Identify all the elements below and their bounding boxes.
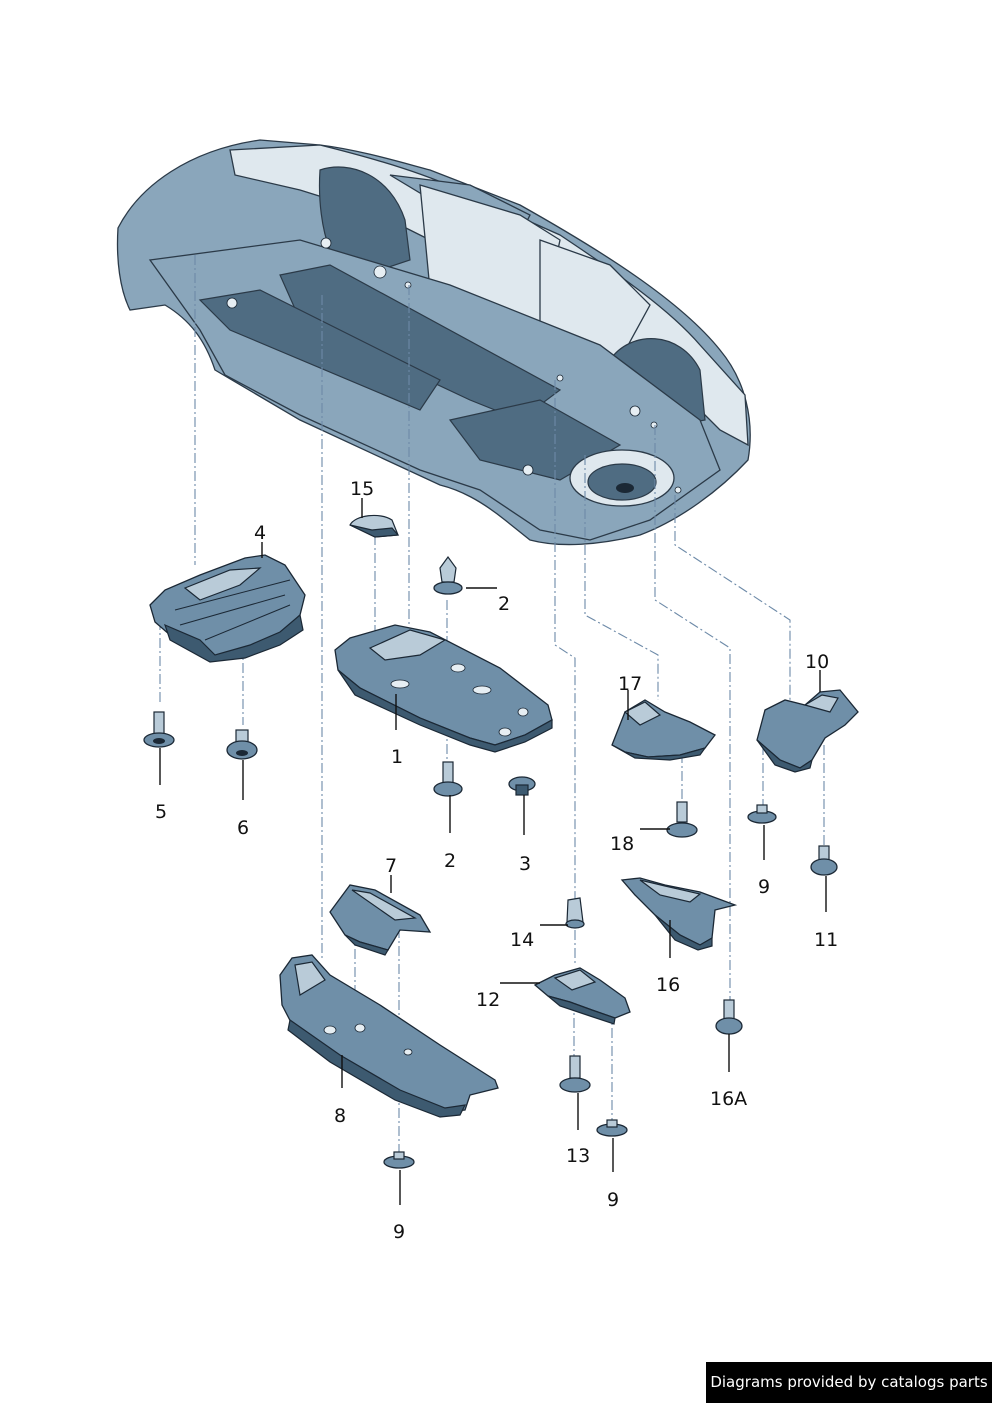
part-16-heat-shield [620, 877, 738, 951]
callout-13: 13 [566, 1145, 590, 1167]
bolt-5-icon [143, 711, 175, 748]
callout-9-middle: 9 [607, 1189, 619, 1211]
callout-18: 18 [610, 833, 634, 855]
part-17-rear-shield [611, 699, 716, 761]
callout-14: 14 [510, 929, 534, 951]
callout-2-lower: 2 [444, 850, 456, 872]
fasteners [143, 555, 838, 1169]
bolt-13-icon [559, 1055, 591, 1093]
part-7-bracket [329, 884, 432, 956]
callout-7: 7 [385, 855, 397, 877]
callout-6: 6 [237, 817, 249, 839]
callout-15: 15 [350, 478, 374, 500]
part-8-side-underpanel [279, 954, 499, 1118]
callout-2-upper: 2 [498, 593, 510, 615]
callout-3: 3 [519, 853, 531, 875]
washer-9-left-icon [383, 1151, 415, 1169]
car-underbody-illustration [116, 139, 751, 546]
callout-17: 17 [618, 673, 642, 695]
bolt-18-icon [666, 801, 698, 838]
callout-12: 12 [476, 989, 500, 1011]
callout-8: 8 [334, 1105, 346, 1127]
callout-4: 4 [254, 522, 266, 544]
nut-6-icon [226, 729, 258, 760]
callout-16: 16 [656, 974, 680, 996]
callout-1: 1 [391, 746, 403, 768]
callout-10: 10 [805, 651, 829, 673]
callout-9-right: 9 [758, 876, 770, 898]
part-15-cover-cap [349, 514, 400, 538]
part-4-engine-undertray [149, 554, 306, 663]
credit-banner: Diagrams provided by catalogs parts [706, 1362, 992, 1403]
callout-labels: 15 4 2 1 5 6 2 3 17 10 18 9 11 7 14 12 1… [155, 478, 838, 1243]
washer-9-right-icon [747, 804, 777, 824]
assembly-guide-lines [159, 255, 825, 1155]
part-1-center-underpanel [334, 624, 553, 753]
washer-9-middle-icon [596, 1119, 628, 1137]
callout-5: 5 [155, 801, 167, 823]
nut-3-icon [508, 776, 536, 796]
nut-11-icon [810, 845, 838, 876]
screw-2-lower-icon [433, 761, 463, 797]
clip-14-icon [565, 897, 585, 929]
clip-2-upper-icon [433, 555, 463, 595]
callout-16a: 16A [710, 1088, 747, 1110]
bolt-16a-icon [715, 999, 743, 1035]
part-10-rear-bracket [756, 689, 859, 773]
callout-11: 11 [814, 929, 838, 951]
callout-9-left: 9 [393, 1221, 405, 1243]
part-12-small-shield [533, 967, 631, 1025]
callout-leader-lines [159, 498, 827, 1205]
